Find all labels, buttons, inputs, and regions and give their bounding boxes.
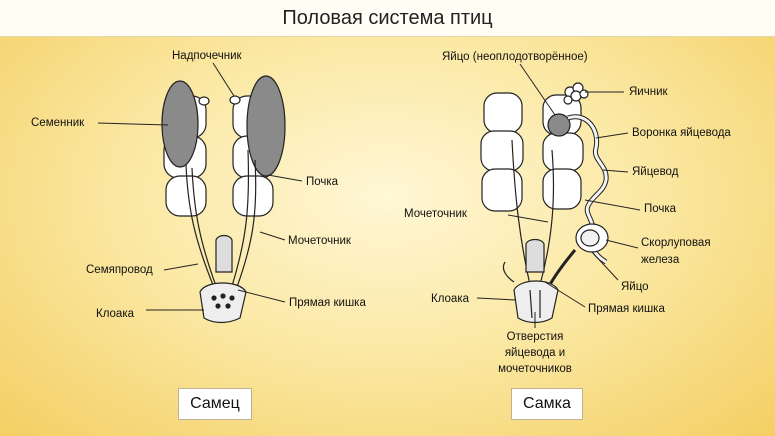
label-female-kidney: Почка bbox=[644, 203, 677, 215]
female-egg bbox=[580, 229, 600, 247]
label-male-kidney: Почка bbox=[306, 176, 339, 188]
female-rectum bbox=[525, 238, 545, 273]
female-egg-unfertilized bbox=[547, 113, 571, 137]
page-title: Половая система птиц bbox=[282, 6, 493, 29]
female-kidney-left bbox=[480, 92, 524, 212]
male-ducts bbox=[185, 149, 257, 288]
label-female-rectum: Прямая кишка bbox=[588, 303, 665, 315]
female-diagram bbox=[480, 82, 609, 324]
title-bar: Половая система птиц bbox=[0, 0, 775, 37]
label-female-openings-line2: яйцевода и bbox=[504, 347, 566, 359]
label-female-funnel: Воронка яйцевода bbox=[632, 127, 731, 139]
label-female-egg-unfertilized: Яйцо (неоплодотворённое) bbox=[442, 51, 588, 63]
label-female-ureter: Мочеточник bbox=[404, 208, 467, 220]
label-male-adrenal: Надпочечник bbox=[172, 50, 242, 62]
label-female-ovary: Яичник bbox=[629, 86, 668, 98]
male-rectum bbox=[215, 234, 233, 273]
female-ovary bbox=[563, 82, 589, 105]
male-testis-left bbox=[161, 80, 199, 168]
label-female-shell-gland-line2: железа bbox=[641, 254, 680, 266]
label-female-shell-gland-line1: Скорлуповая bbox=[641, 237, 711, 249]
female-cloaca bbox=[513, 280, 559, 324]
male-adrenal-left bbox=[198, 96, 210, 106]
label-female-egg: Яйцо bbox=[621, 281, 649, 293]
male-leader-lines bbox=[97, 62, 303, 311]
label-male-cloaca: Клоака bbox=[96, 308, 135, 320]
label-male-vas-deferens: Семяпровод bbox=[86, 264, 153, 276]
label-female-openings-line3: мочеточников bbox=[498, 363, 572, 375]
male-diagram bbox=[161, 75, 286, 324]
label-male-rectum: Прямая кишка bbox=[289, 297, 366, 309]
label-male-ureter: Мочеточник bbox=[288, 235, 351, 247]
male-cloaca bbox=[199, 282, 247, 324]
male-testis-right bbox=[246, 75, 286, 177]
label-male-testis: Семенник bbox=[31, 117, 85, 129]
label-female-cloaca: Клоака bbox=[431, 293, 470, 305]
label-female-oviduct: Яйцевод bbox=[632, 166, 679, 178]
caption-female: Самка bbox=[511, 388, 583, 420]
male-adrenal-right bbox=[229, 95, 241, 105]
female-kidney-right bbox=[542, 94, 584, 210]
female-leader-lines bbox=[476, 63, 641, 328]
caption-male: Самец bbox=[178, 388, 252, 420]
label-female-openings-line1: Отверстия bbox=[506, 331, 564, 343]
